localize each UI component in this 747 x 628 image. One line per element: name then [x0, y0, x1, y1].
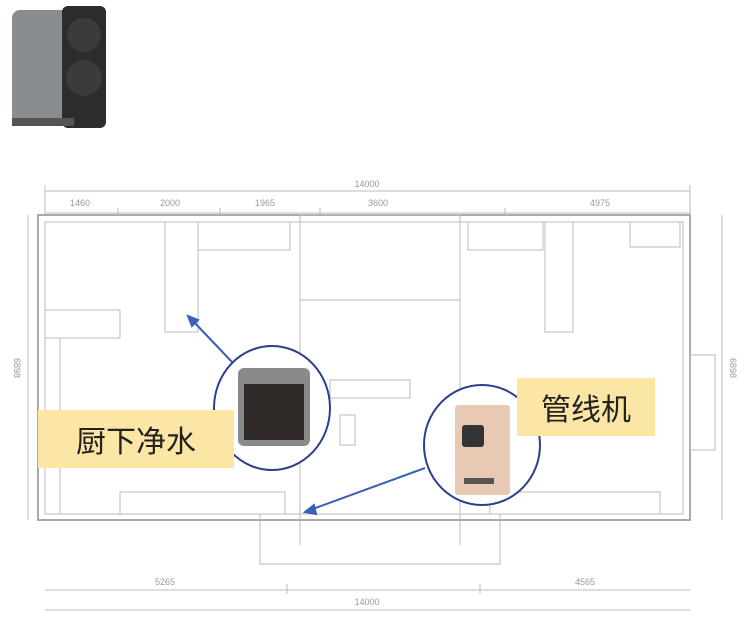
- dim-left: 6898: [12, 358, 22, 378]
- dim-bottom-right: 4565: [575, 577, 595, 587]
- arrow-under-sink: [191, 319, 233, 363]
- dim-top-total: 14000: [354, 179, 379, 189]
- dim-top-3: 1965: [255, 198, 275, 208]
- arrow-pipeline: [309, 467, 426, 511]
- dim-bottom-left: 5265: [155, 577, 175, 587]
- water-purifier-product-image: [12, 6, 106, 128]
- pipeline-machine-circle: [423, 384, 541, 506]
- dim-top-5: 4975: [590, 198, 610, 208]
- callout-under-sink: 厨下净水: [38, 410, 234, 468]
- dim-top-1: 1460: [70, 198, 90, 208]
- callout-pipeline: 管线机: [517, 378, 655, 436]
- dim-right: 6898: [728, 358, 738, 378]
- dim-top-4: 3600: [368, 198, 388, 208]
- under-sink-purifier-circle: [213, 345, 331, 471]
- dim-bottom-total: 14000: [354, 597, 379, 607]
- dim-top-2: 2000: [160, 198, 180, 208]
